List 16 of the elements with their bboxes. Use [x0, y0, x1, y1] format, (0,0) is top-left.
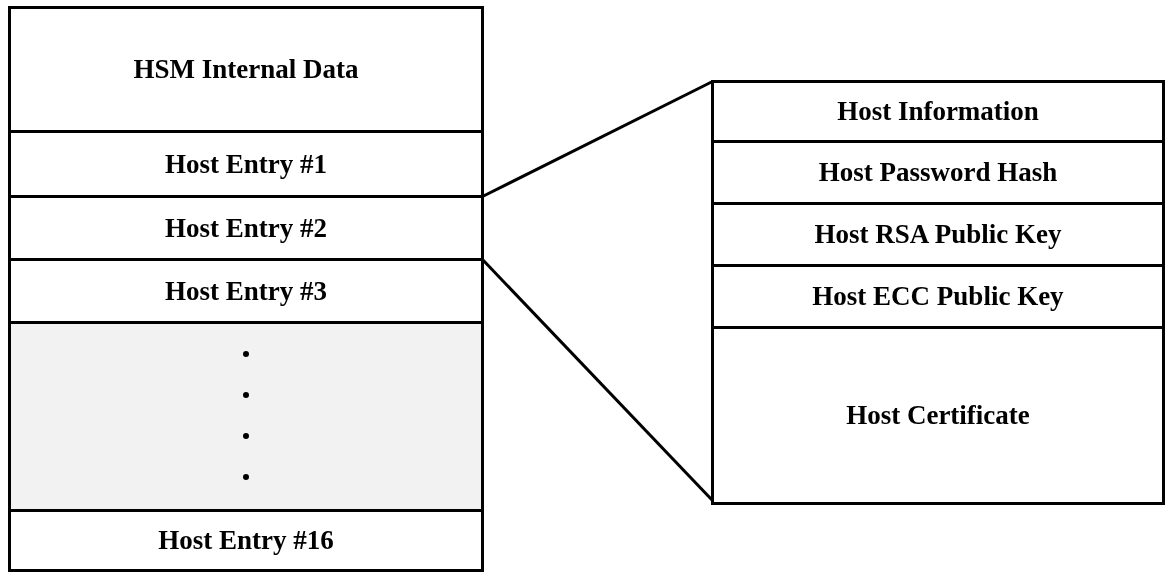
row-label: Host Entry #16: [158, 525, 334, 556]
row-label: Host Certificate: [846, 400, 1030, 431]
table-row: [8, 6, 484, 133]
placeholder-row: [8, 321, 484, 512]
row-label: Host Password Hash: [818, 157, 1058, 188]
row-label: Host Information: [837, 96, 1039, 127]
row-label: Host RSA Public Key: [814, 219, 1062, 250]
row-label: Host Entry #3: [165, 275, 327, 307]
table-row: [8, 509, 484, 572]
row-label: Host ECC Public Key: [812, 281, 1064, 312]
table-row: [8, 258, 484, 324]
row-label: Host Entry #2: [165, 212, 327, 244]
row-label: Host Entry #1: [165, 148, 327, 180]
table-row: [8, 195, 484, 261]
table-row: [8, 130, 484, 198]
row-label: HSM Internal Data: [133, 54, 359, 85]
